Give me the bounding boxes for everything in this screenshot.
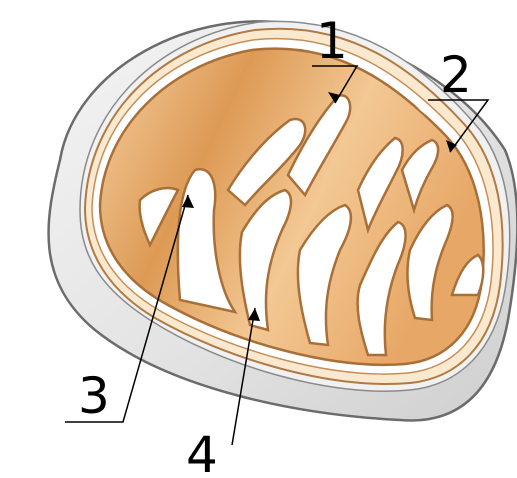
label-2: 2	[440, 46, 472, 104]
label-3: 3	[78, 367, 110, 425]
label-4: 4	[186, 426, 218, 478]
label-1: 1	[316, 12, 348, 70]
